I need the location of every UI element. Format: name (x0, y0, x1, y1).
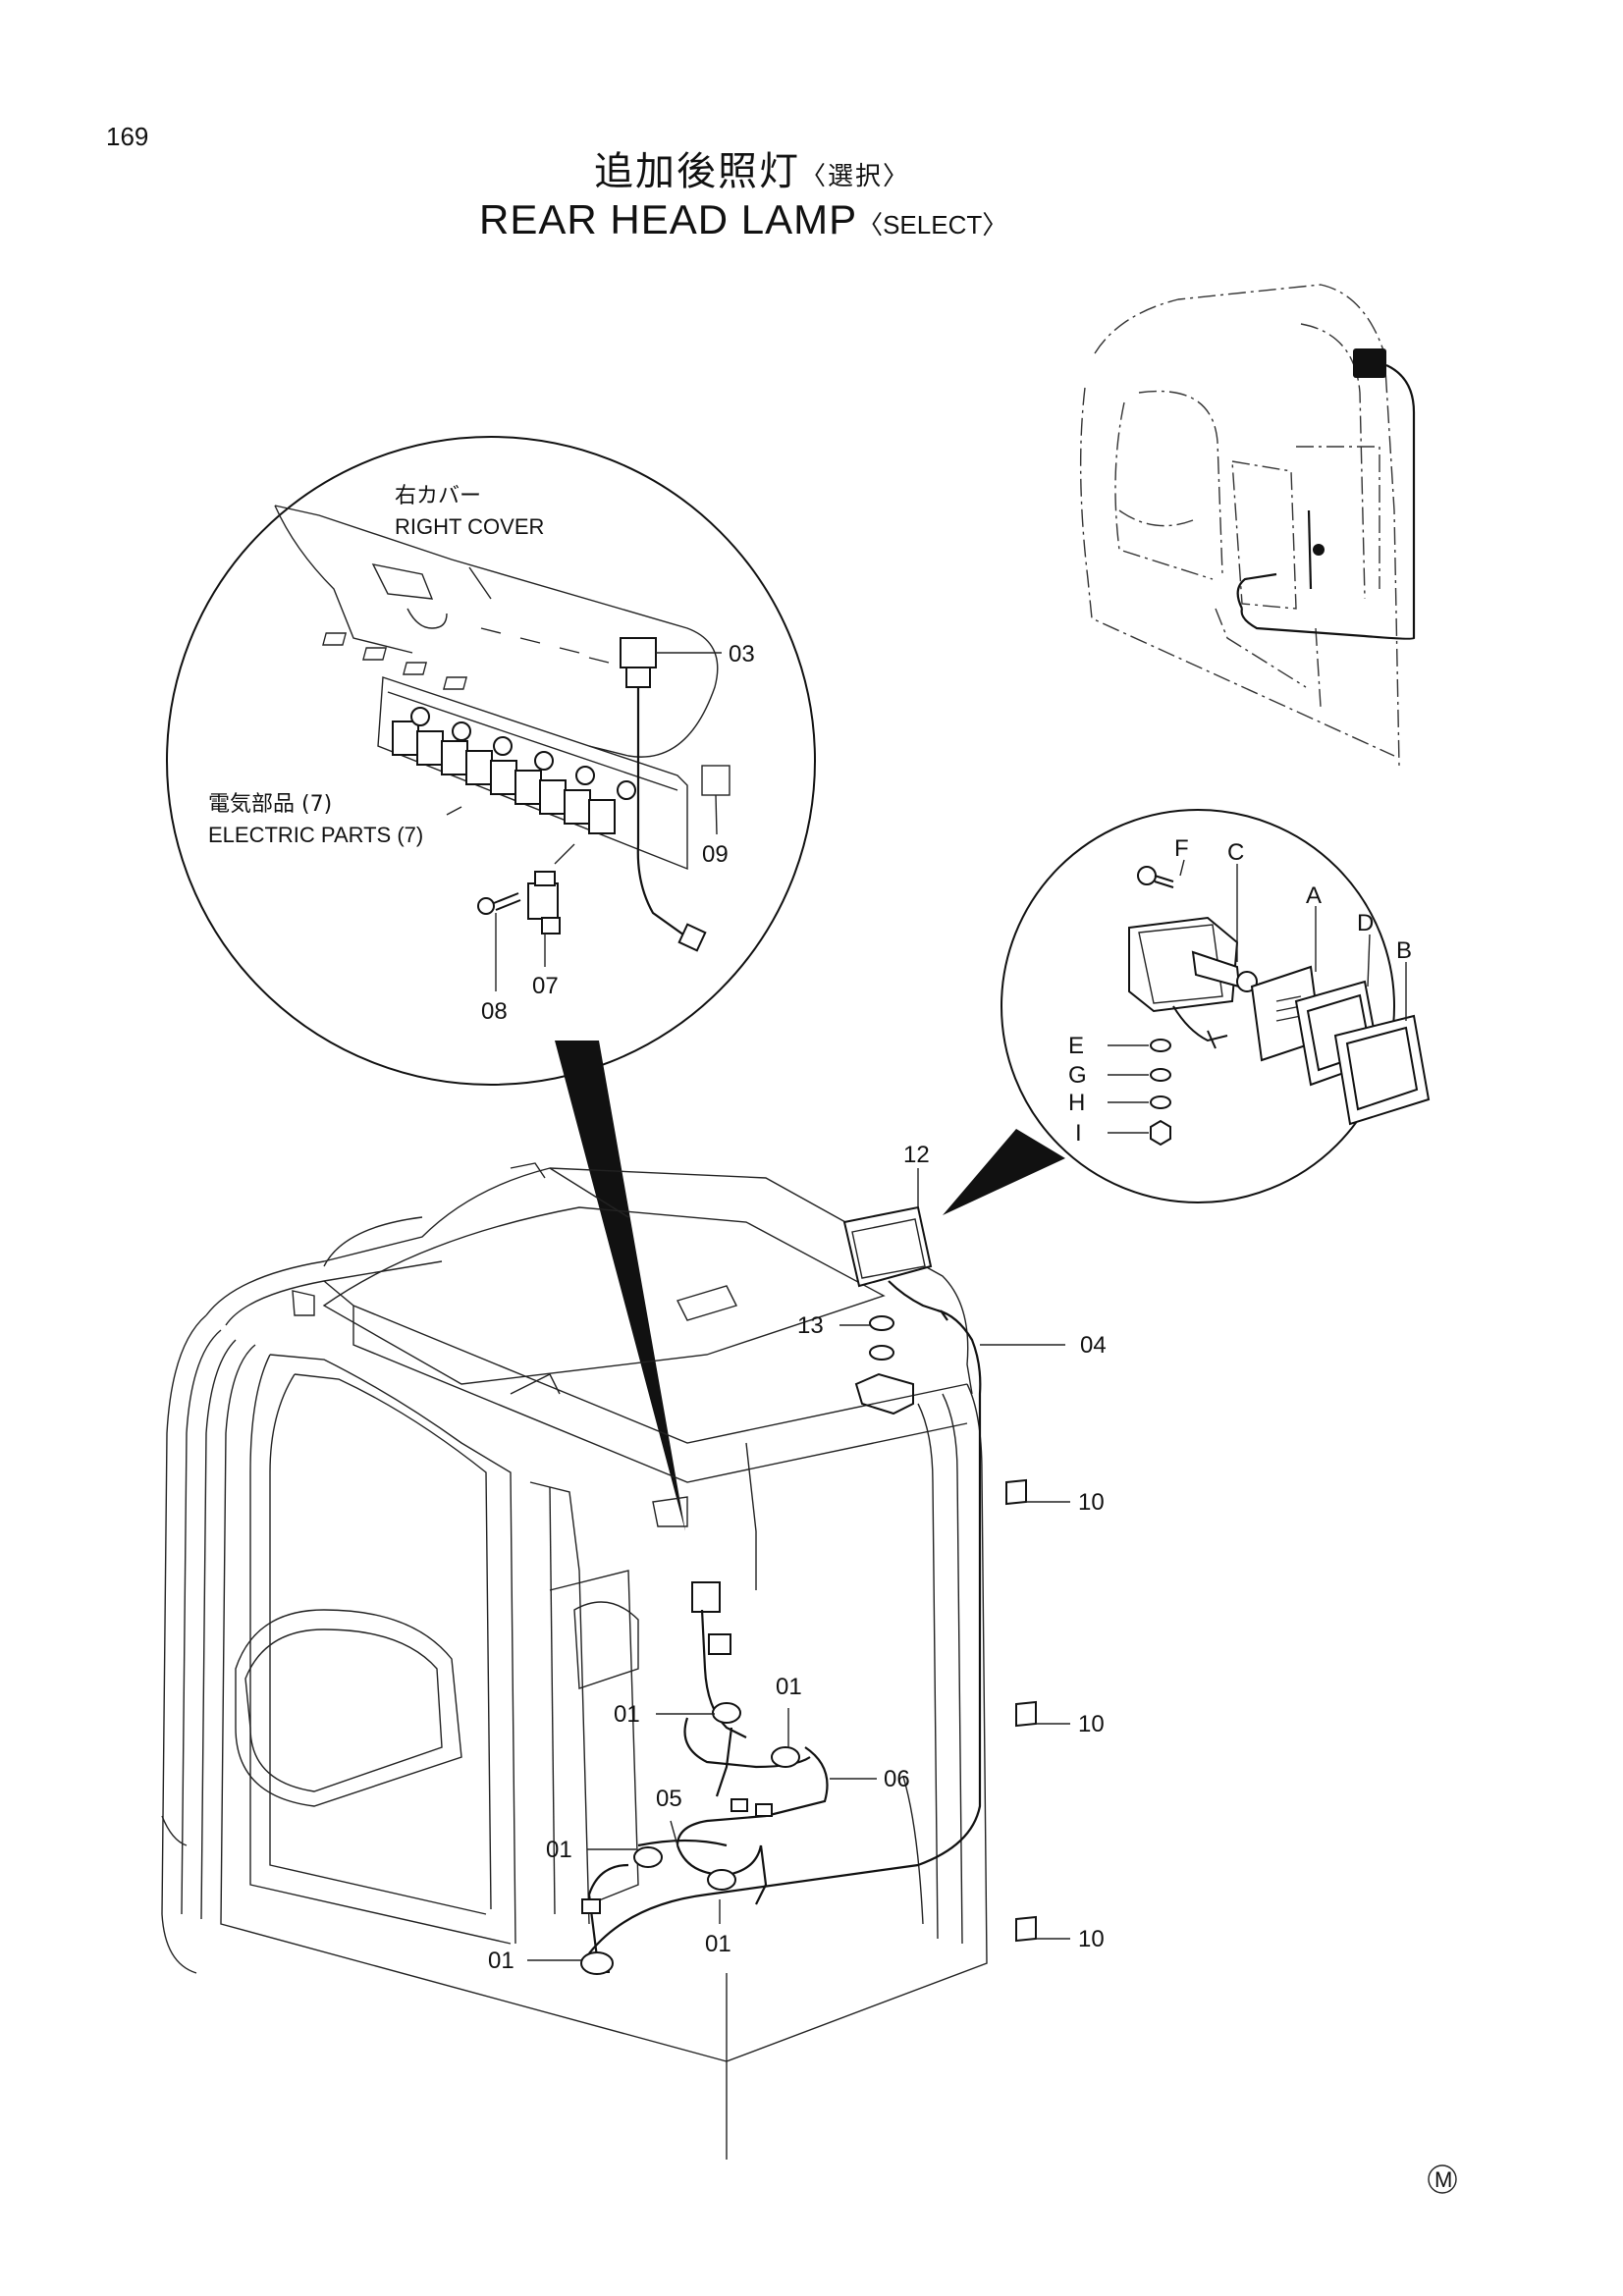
lamp-label-f: F (1174, 835, 1189, 862)
label-09 (701, 765, 730, 796)
relay-row (392, 707, 636, 834)
m-mark-text: M (1434, 2167, 1452, 2192)
detail-pointer-left (555, 1041, 685, 1531)
part-label-10a: 10 (1078, 1489, 1105, 1516)
part-label-07: 07 (532, 973, 559, 999)
connector-03 (620, 637, 657, 668)
lamp-label-h: H (1068, 1090, 1085, 1116)
title-en-main: REAR HEAD LAMP (479, 196, 858, 242)
part-label-01-top-right: 01 (776, 1674, 802, 1700)
part-label-10b: 10 (1078, 1711, 1105, 1737)
part-label-12: 12 (903, 1142, 930, 1168)
part-label-03: 03 (729, 641, 755, 667)
page-number: 169 (106, 122, 149, 151)
lamp-label-e: E (1068, 1033, 1084, 1059)
part-label-01-bottom-right: 01 (705, 1931, 731, 1957)
part-label-04: 04 (1080, 1332, 1107, 1359)
part-label-10c: 10 (1078, 1926, 1105, 1952)
label-electric-parts-jp: 電気部品 (7) (208, 792, 332, 817)
part-label-06: 06 (884, 1766, 910, 1792)
part-label-01-bottom-left: 01 (488, 1948, 514, 1974)
lamp-label-b: B (1396, 937, 1412, 964)
clip-10c (1015, 1915, 1037, 1943)
clip-10a (1005, 1478, 1027, 1506)
cab-overview-lamp (1353, 348, 1386, 378)
label-electric-parts-en: ELECTRIC PARTS (7) (208, 823, 423, 847)
part-label-08: 08 (481, 998, 508, 1025)
title-japanese: 追加後照灯〈選択〉 (594, 139, 910, 196)
main-cab-view (161, 1162, 1070, 2160)
lamp-label-c: C (1227, 839, 1244, 866)
part-label-05: 05 (656, 1786, 682, 1812)
part-label-01-top-left: 01 (614, 1701, 640, 1728)
lamp-label-g: G (1068, 1062, 1087, 1089)
title-jp-sub: 〈選択〉 (800, 162, 911, 191)
title-english: REAR HEAD LAMP〈SELECT〉 (479, 196, 1007, 243)
title-en-sub: 〈SELECT〉 (857, 210, 1008, 240)
part-label-09: 09 (702, 841, 729, 868)
rear-head-lamp-12 (842, 1205, 933, 1288)
m-mark-circle (1428, 2164, 1457, 2194)
screw-08 (477, 897, 495, 915)
clip-10b (1015, 1700, 1037, 1728)
part-label-13: 13 (797, 1312, 824, 1339)
electric-parts-detail (166, 436, 816, 1086)
lamp-label-i: I (1075, 1120, 1082, 1147)
label-right-cover-en: RIGHT COVER (395, 514, 544, 539)
cab-overview-view (1079, 284, 1416, 767)
relay-07 (527, 882, 559, 920)
detail-pointer-right (943, 1129, 1065, 1215)
lamp-label-d: D (1357, 910, 1374, 936)
part-label-01-middle: 01 (546, 1837, 572, 1863)
title-jp-main: 追加後照灯 (594, 149, 800, 194)
lamp-detail (1001, 809, 1431, 1203)
lamp-label-a: A (1306, 882, 1322, 909)
label-right-cover-jp: 右カバー (395, 484, 481, 508)
